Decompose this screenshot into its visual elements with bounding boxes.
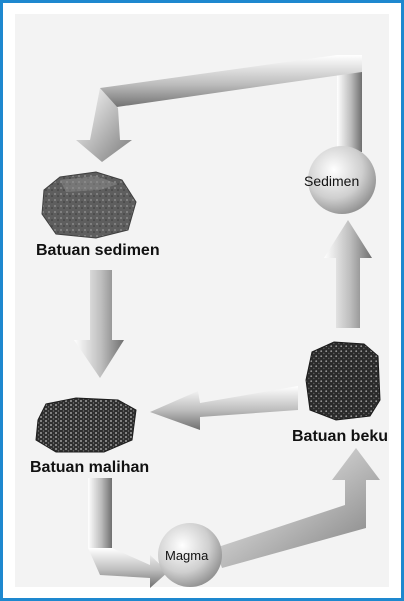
arrow-sedimen-to-batuan-sedimen <box>76 55 362 162</box>
rock-igneous-icon <box>306 342 380 420</box>
label-sedimen: Sedimen <box>304 173 359 189</box>
label-batuan-malihan: Batuan malihan <box>30 459 149 477</box>
rock-metamorphic-icon <box>36 398 136 452</box>
arrow-malihan-to-magma <box>88 478 168 588</box>
label-batuan-sedimen: Batuan sedimen <box>36 242 160 260</box>
label-batuan-beku: Batuan beku <box>292 428 388 446</box>
arrow-sedimen-to-malihan <box>74 270 124 378</box>
rock-sedimentary-icon <box>42 172 136 238</box>
arrow-beku-to-sedimen <box>324 220 372 328</box>
label-magma: Magma <box>165 548 208 563</box>
arrow-beku-to-malihan <box>150 386 298 430</box>
arrow-magma-to-beku <box>215 448 380 568</box>
